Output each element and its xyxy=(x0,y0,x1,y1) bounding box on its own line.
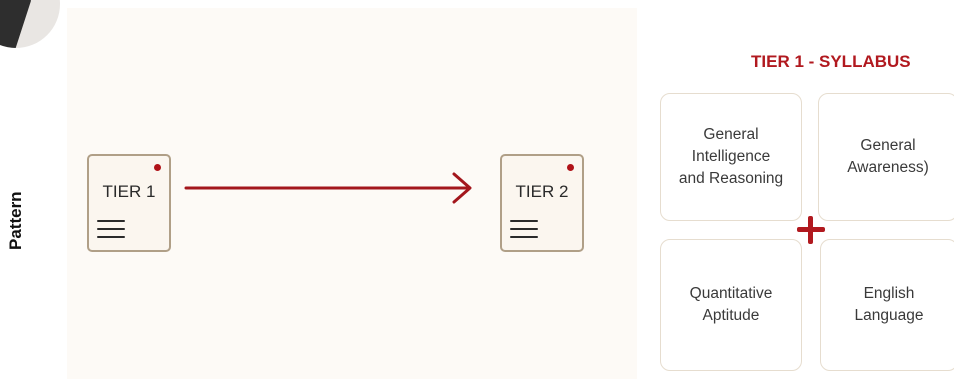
arrow-right-icon xyxy=(184,172,472,204)
avatar xyxy=(0,0,60,48)
card-text: General Awareness) xyxy=(847,137,929,176)
syllabus-title: TIER 1 - SYLLABUS xyxy=(751,52,911,71)
syllabus-card: General Intelligence and Reasoning xyxy=(660,93,802,221)
syllabus-card: General Awareness) xyxy=(818,93,954,221)
plus-icon xyxy=(795,214,827,246)
card-text: General Intelligence and Reasoning xyxy=(678,126,784,187)
syllabus-card: English Language xyxy=(820,239,954,371)
menu-icon xyxy=(97,214,125,238)
tier2-box[interactable]: TIER 2 xyxy=(500,154,584,252)
side-label: Pattern xyxy=(6,191,25,250)
tier1-label: TIER 1 xyxy=(102,182,156,201)
syllabus-card: Quantitative Aptitude xyxy=(660,239,802,371)
card-text: Quantitative Aptitude xyxy=(689,285,773,324)
notification-dot-icon xyxy=(567,164,574,171)
tier1-box[interactable]: TIER 1 xyxy=(87,154,171,252)
tier2-label: TIER 2 xyxy=(515,182,569,201)
notification-dot-icon xyxy=(154,164,161,171)
side-label-wrap: Pattern xyxy=(6,191,26,270)
menu-icon xyxy=(510,214,538,238)
card-text: English Language xyxy=(854,285,924,324)
